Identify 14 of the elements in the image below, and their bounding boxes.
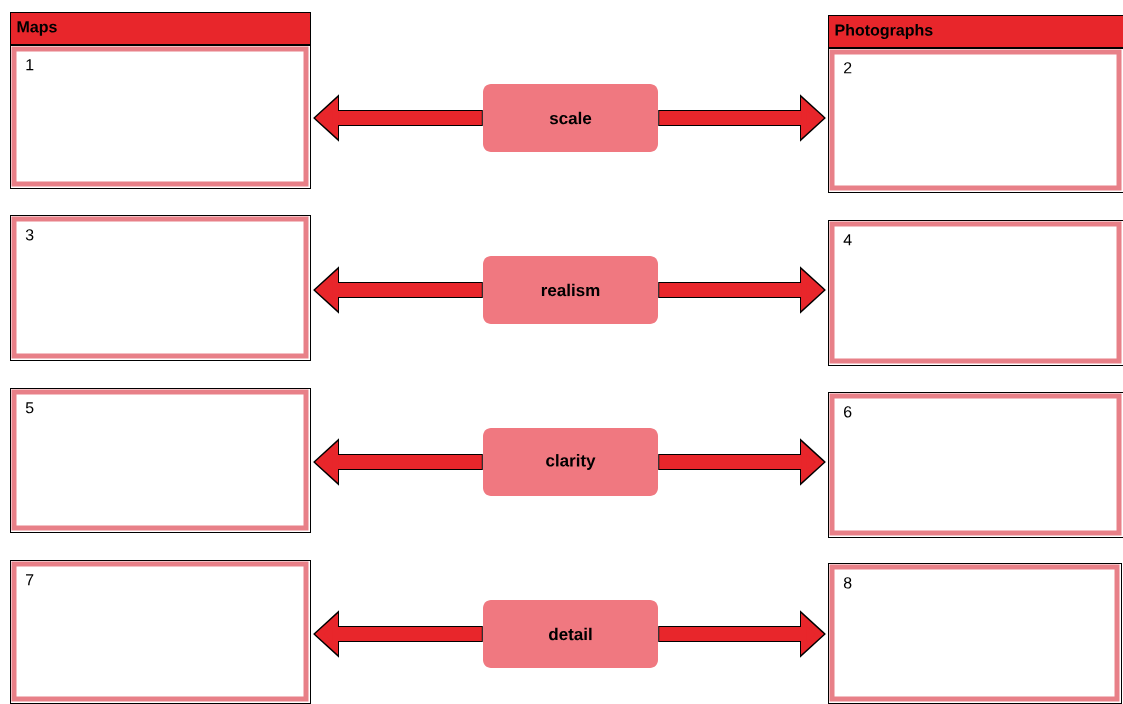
answer-box: Maps 1 xyxy=(10,12,311,189)
node-label: Maps xyxy=(17,21,57,36)
topic-box: clarity xyxy=(483,428,658,496)
answer-box: 4 xyxy=(828,220,1123,366)
answer-box: 8 xyxy=(828,563,1122,704)
topic-box: realism xyxy=(483,256,658,324)
answer-box: 7 xyxy=(10,560,311,704)
answer-box: Photographs 2 xyxy=(828,15,1123,193)
answer-box: 6 xyxy=(828,392,1123,538)
answer-box: 3 xyxy=(10,215,311,361)
node-label: Photographs xyxy=(835,24,933,39)
answer-box: 5 xyxy=(10,388,311,533)
topic-box: scale xyxy=(483,84,658,152)
topic-box: detail xyxy=(483,600,658,668)
